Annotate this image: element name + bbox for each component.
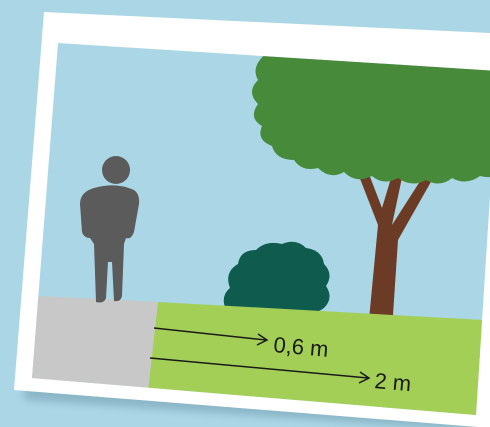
person-head xyxy=(102,156,130,184)
measurement-label-2: 2 m xyxy=(374,368,413,396)
measurement-label-1: 0,6 m xyxy=(273,332,330,362)
